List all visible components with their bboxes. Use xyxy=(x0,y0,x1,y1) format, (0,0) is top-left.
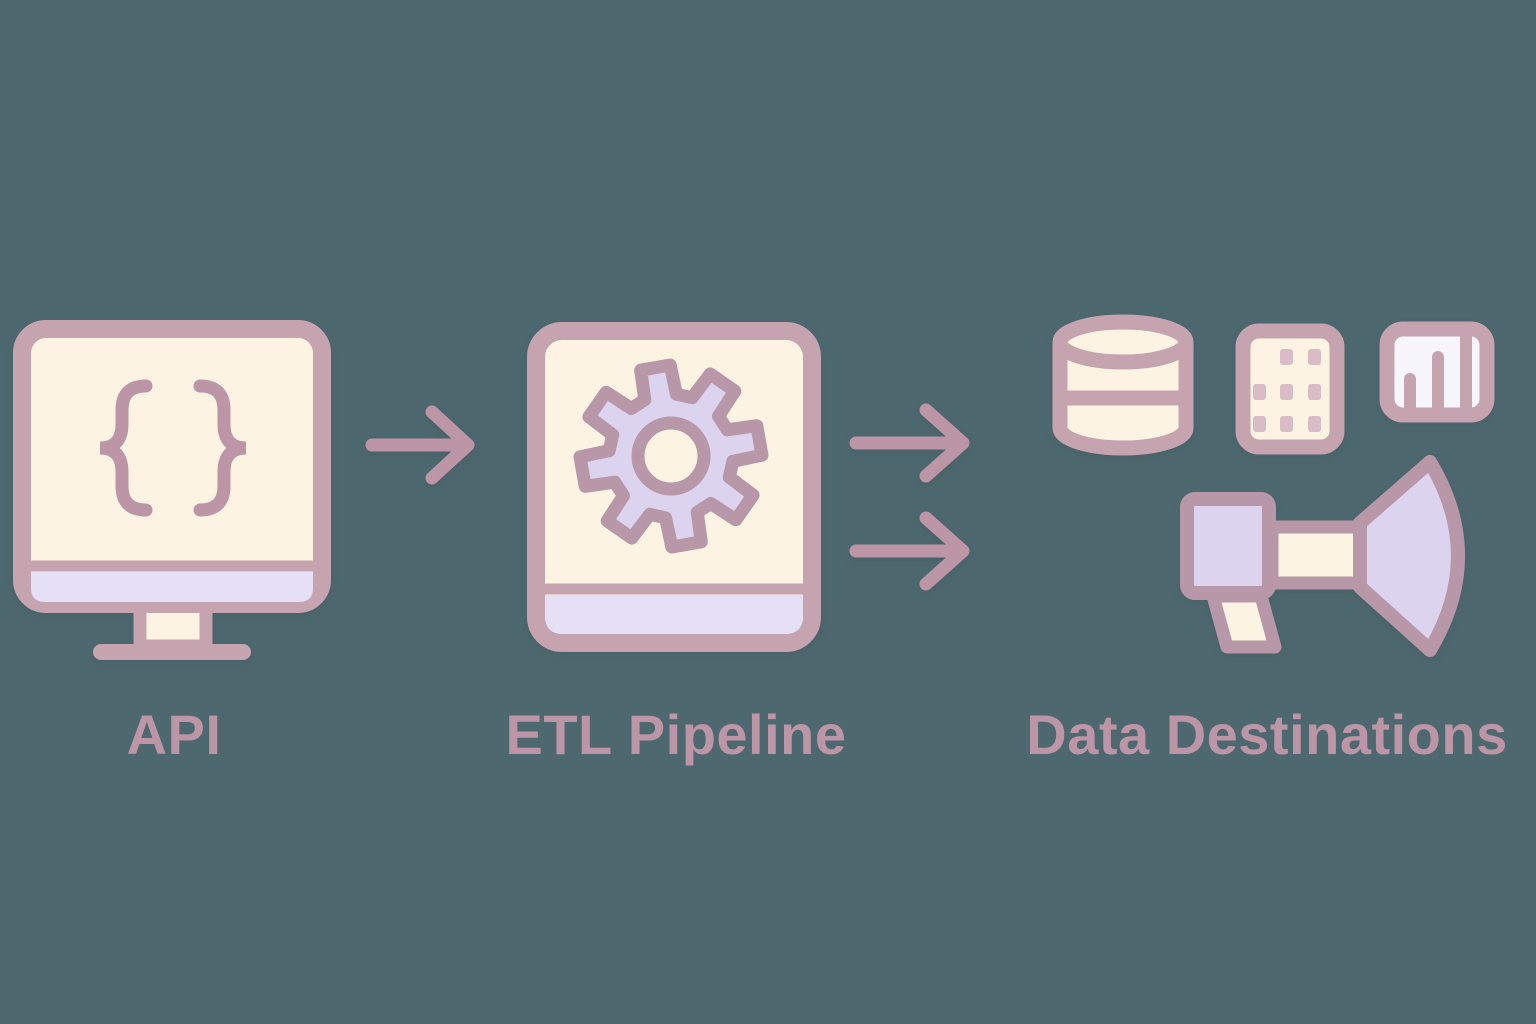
arrow-api-to-etl-icon xyxy=(365,405,475,485)
megaphone-horn xyxy=(1353,455,1465,657)
spreadsheet-cells xyxy=(1253,349,1321,432)
spreadsheet-grid-icon xyxy=(1235,323,1345,455)
etl-bottom-strip xyxy=(545,595,803,634)
megaphone-body xyxy=(1180,492,1276,600)
api-label: API xyxy=(126,703,222,766)
etl-pipeline-label: ETL Pipeline xyxy=(505,703,847,766)
bar-chart-icon xyxy=(1379,321,1495,423)
bar-chart-bars xyxy=(1404,332,1472,413)
arrow-etl-to-destinations-bottom-icon xyxy=(849,511,970,591)
gear-hub xyxy=(631,416,711,496)
monitor-code-icon xyxy=(13,320,331,660)
arrow-etl-to-destinations-top-icon xyxy=(849,403,970,483)
curly-braces-icon xyxy=(99,379,247,517)
monitor-body xyxy=(13,320,331,613)
megaphone-handle xyxy=(1206,589,1282,654)
data-destinations-label: Data Destinations xyxy=(1026,703,1508,766)
database-top xyxy=(1052,314,1194,370)
gear-app-icon xyxy=(527,322,821,652)
monitor-bottom-strip xyxy=(31,572,313,602)
gear-icon xyxy=(573,358,769,554)
database-icon xyxy=(1052,314,1194,456)
megaphone-icon xyxy=(1180,455,1465,657)
